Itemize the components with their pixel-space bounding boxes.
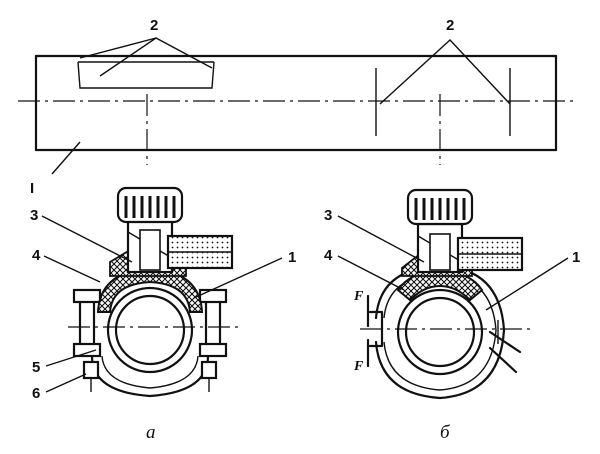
label-1-right: 1	[572, 249, 580, 266]
label-2-right: 2	[446, 17, 454, 34]
caption-b: б	[440, 422, 451, 443]
label-2-left: 2	[150, 17, 158, 34]
label-roman-1: I	[30, 180, 34, 197]
figure-captions: а б	[146, 422, 451, 443]
label-5: 5	[32, 359, 40, 376]
callout-labels: 2 2 I 3 4 1 5 6 3 4 1 F F	[30, 17, 580, 402]
fitting-b	[360, 188, 530, 400]
label-4-right: 4	[324, 247, 333, 264]
label-force-bottom: F	[353, 359, 364, 374]
leader-lines-fittings	[41, 215, 569, 393]
leader-lines-top	[51, 37, 511, 175]
fitting-a	[68, 186, 242, 398]
caption-a: а	[146, 422, 156, 443]
label-4-left: 4	[32, 247, 41, 264]
label-1-left: 1	[288, 249, 296, 266]
label-6: 6	[32, 385, 40, 402]
label-3-left: 3	[30, 207, 38, 224]
pipe-top-view	[18, 54, 578, 165]
label-force-top: F	[353, 289, 364, 304]
label-3-right: 3	[324, 207, 332, 224]
